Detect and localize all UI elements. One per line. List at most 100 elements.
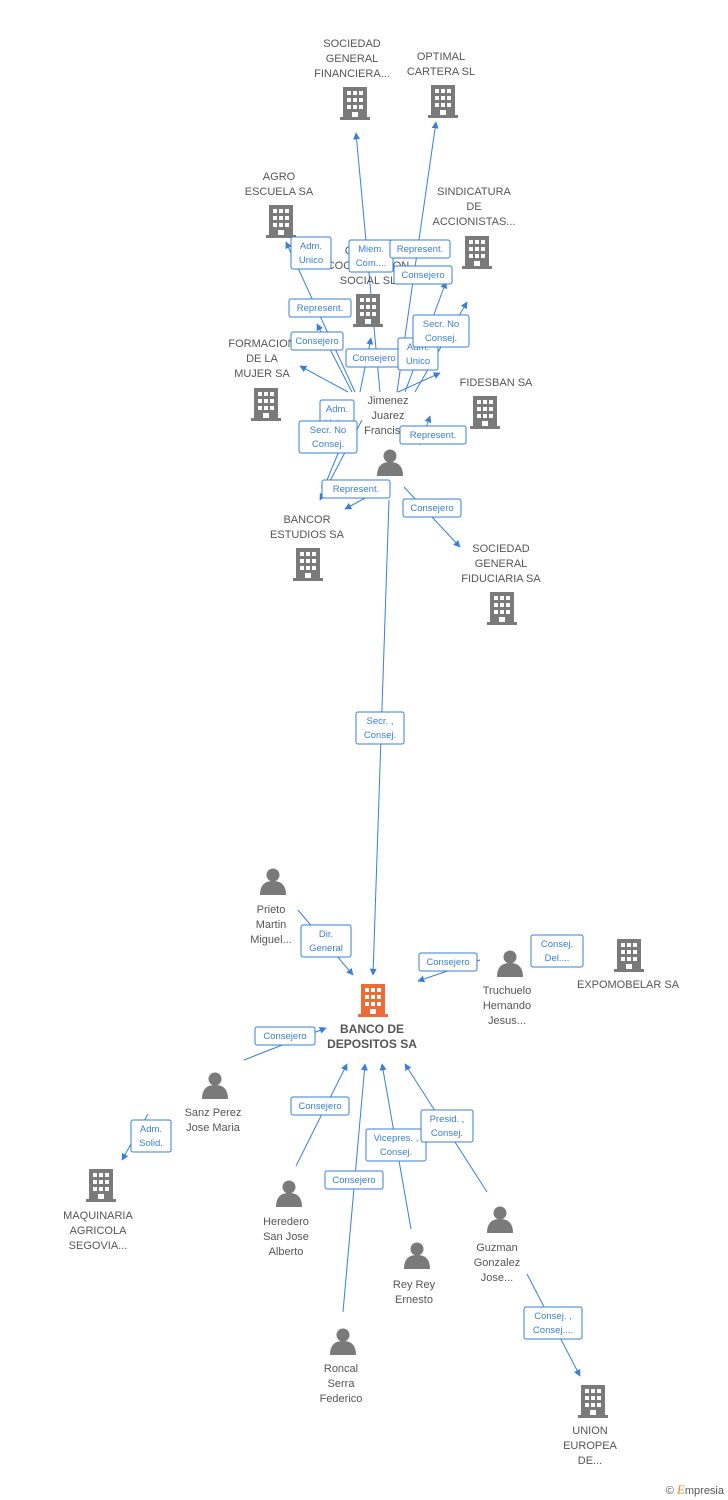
- relation-label-text: Consejero: [426, 957, 469, 968]
- relation-label-text: Consej.: [380, 1147, 412, 1158]
- relation-label-text: Consejero: [332, 1175, 375, 1186]
- relation-label-box: [290, 331, 344, 351]
- relation-label[interactable]: Consej. , Consej....: [523, 1306, 583, 1340]
- node-label: UNION: [572, 1425, 608, 1437]
- relation-label-text: Solid.: [139, 1138, 163, 1149]
- node-label: San Jose: [263, 1231, 309, 1243]
- relation-label-text: Represent.: [410, 430, 456, 441]
- relation-label[interactable]: Consejero: [402, 498, 462, 518]
- node-label: Roncal: [324, 1363, 358, 1375]
- relation-label-text: Consej.: [312, 439, 344, 450]
- relation-label-text: Consej....: [533, 1325, 573, 1336]
- company-node-sindicatura[interactable]: SINDICATURADEACCIONISTAS...: [433, 186, 516, 269]
- relation-label-text: Represent.: [297, 303, 343, 314]
- node-label: Jesus...: [488, 1015, 526, 1027]
- building-icon: [293, 548, 323, 581]
- relation-label[interactable]: Consejero: [324, 1170, 384, 1190]
- relation-label-text: Dir.: [319, 929, 333, 940]
- node-label: Miguel...: [250, 934, 292, 946]
- relation-label-box: [399, 425, 467, 445]
- edge-jimenez-fidesban: [397, 372, 441, 393]
- relation-label[interactable]: Consejero: [254, 1026, 316, 1046]
- relation-label[interactable]: Dir.General: [300, 924, 352, 958]
- building-icon: [266, 205, 296, 238]
- node-label: SOCIEDAD: [323, 38, 381, 50]
- relation-label-box: [324, 1170, 384, 1190]
- relation-label-box: [418, 952, 478, 972]
- person-node-guzman[interactable]: GuzmanGonzalezJose...: [474, 1206, 520, 1285]
- company-node-bancor[interactable]: BANCOR ESTUDIOS SA: [270, 514, 345, 581]
- relation-label-text: Del....: [545, 953, 570, 964]
- person-icon: [202, 1072, 228, 1099]
- person-node-prieto[interactable]: PrietoMartinMiguel...: [250, 868, 292, 947]
- node-label: EXPOMOBELAR SA: [577, 979, 680, 991]
- company-node-sgf[interactable]: SOCIEDADGENERALFINANCIERA...: [314, 38, 390, 120]
- relation-label-box: [254, 1026, 316, 1046]
- building-icon: [428, 85, 458, 118]
- relation-label[interactable]: Consejero: [418, 952, 478, 972]
- relation-label[interactable]: Consejero: [290, 331, 344, 351]
- node-label: Gonzalez: [474, 1257, 520, 1269]
- node-label: Jose...: [481, 1272, 513, 1284]
- relation-label[interactable]: Represent.: [399, 425, 467, 445]
- company-node-fidesban[interactable]: FIDESBAN SA: [460, 377, 533, 429]
- relation-label[interactable]: Represent.: [389, 239, 451, 259]
- relation-label-text: Consej. ,: [534, 1311, 572, 1322]
- node-label: ESCUELA SA: [245, 186, 314, 198]
- relation-label-box: [365, 1128, 427, 1162]
- relation-label-box: [321, 479, 391, 499]
- relation-label[interactable]: Consejero: [393, 265, 453, 285]
- relation-label-box: [290, 1096, 350, 1116]
- relation-label[interactable]: Secr. ,Consej.: [355, 711, 405, 745]
- node-label: DEPOSITOS SA: [327, 1037, 417, 1051]
- node-label: BANCO DE: [340, 1022, 404, 1036]
- node-label: Hernando: [483, 1000, 531, 1012]
- relation-label[interactable]: Represent.: [288, 298, 352, 318]
- node-label: SINDICATURA: [437, 186, 511, 198]
- relation-label[interactable]: Vicepres. ,Consej.: [365, 1128, 427, 1162]
- person-node-truchuelo[interactable]: TruchueloHernandoJesus...: [483, 950, 532, 1028]
- relation-label-box: [290, 236, 332, 270]
- company-node-expomobelar[interactable]: EXPOMOBELAR SA: [577, 939, 680, 991]
- relation-label[interactable]: Adm.Solid.: [130, 1119, 172, 1153]
- relation-label[interactable]: Presid. ,Consej.: [420, 1109, 474, 1143]
- node-label: FINANCIERA...: [314, 68, 390, 80]
- node-label: MAQUINARIA: [63, 1210, 133, 1222]
- relation-label-text: Consej.: [364, 730, 396, 741]
- node-label: Prieto: [257, 904, 286, 916]
- relation-label-text: Adm.: [326, 404, 348, 415]
- person-icon: [260, 868, 286, 895]
- node-label: SOCIAL SL: [340, 275, 396, 287]
- node-label: ESTUDIOS SA: [270, 529, 345, 541]
- relation-label[interactable]: Adm.Unico: [290, 236, 332, 270]
- node-label: Sanz Perez: [185, 1107, 242, 1119]
- relation-label[interactable]: Miem.Com....: [348, 239, 394, 273]
- relation-label-text: Consejero: [295, 336, 338, 347]
- relation-label[interactable]: Represent.: [321, 479, 391, 499]
- node-label: DE: [466, 201, 481, 213]
- relation-labels-layer: Miem.Com....Represent.Adm.UnicoConsejero…: [130, 236, 584, 1340]
- relation-label-text: Consejero: [298, 1101, 341, 1112]
- company-node-union[interactable]: UNIONEUROPEADE...: [563, 1385, 618, 1467]
- relation-label-text: Consejero: [352, 353, 395, 364]
- node-label: BANCOR: [283, 514, 330, 526]
- relation-label[interactable]: Consejero: [290, 1096, 350, 1116]
- relation-label[interactable]: Consej.Del....: [530, 934, 584, 968]
- person-icon: [497, 950, 523, 977]
- node-label: DE LA: [246, 353, 278, 365]
- company-node-maquinaria[interactable]: MAQUINARIAAGRICOLASEGOVIA...: [63, 1169, 133, 1252]
- relation-label-text: Miem.: [358, 244, 384, 255]
- relation-label[interactable]: Consejero: [345, 348, 403, 368]
